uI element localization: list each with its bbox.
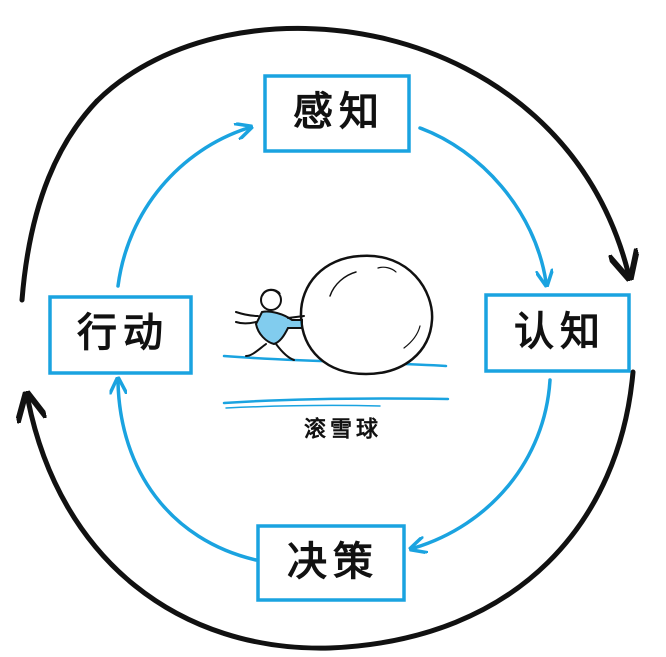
node-top-label: 感知 xyxy=(293,89,385,135)
person-leg-back xyxy=(246,344,266,356)
snowball xyxy=(301,256,432,374)
arrow-decide-to-act xyxy=(118,382,256,560)
outer-arc-right-lower xyxy=(28,372,633,648)
outer-arc-left-upper xyxy=(22,101,97,300)
snowball-outline xyxy=(301,256,432,374)
ground-line-lower xyxy=(224,398,448,403)
snowball-illustration: 滚雪球 xyxy=(224,256,448,443)
person-scarf xyxy=(236,312,258,324)
arrow-perceive-to-cognize xyxy=(420,128,546,282)
snowball-caption: 滚雪球 xyxy=(304,417,382,443)
ground-line-lower-2 xyxy=(226,405,380,408)
node-top: 感知 xyxy=(265,76,409,151)
arrow-act-to-perceive xyxy=(118,128,248,286)
node-right: 认知 xyxy=(486,295,629,371)
node-left: 行动 xyxy=(50,297,191,373)
person-leg-front xyxy=(276,344,294,360)
node-bottom: 决策 xyxy=(258,526,404,600)
arrow-cognize-to-decide xyxy=(414,380,550,548)
node-left-label: 行动 xyxy=(77,310,169,356)
person xyxy=(236,290,304,360)
node-bottom-label: 决策 xyxy=(287,539,379,585)
node-right-label: 认知 xyxy=(514,309,606,355)
